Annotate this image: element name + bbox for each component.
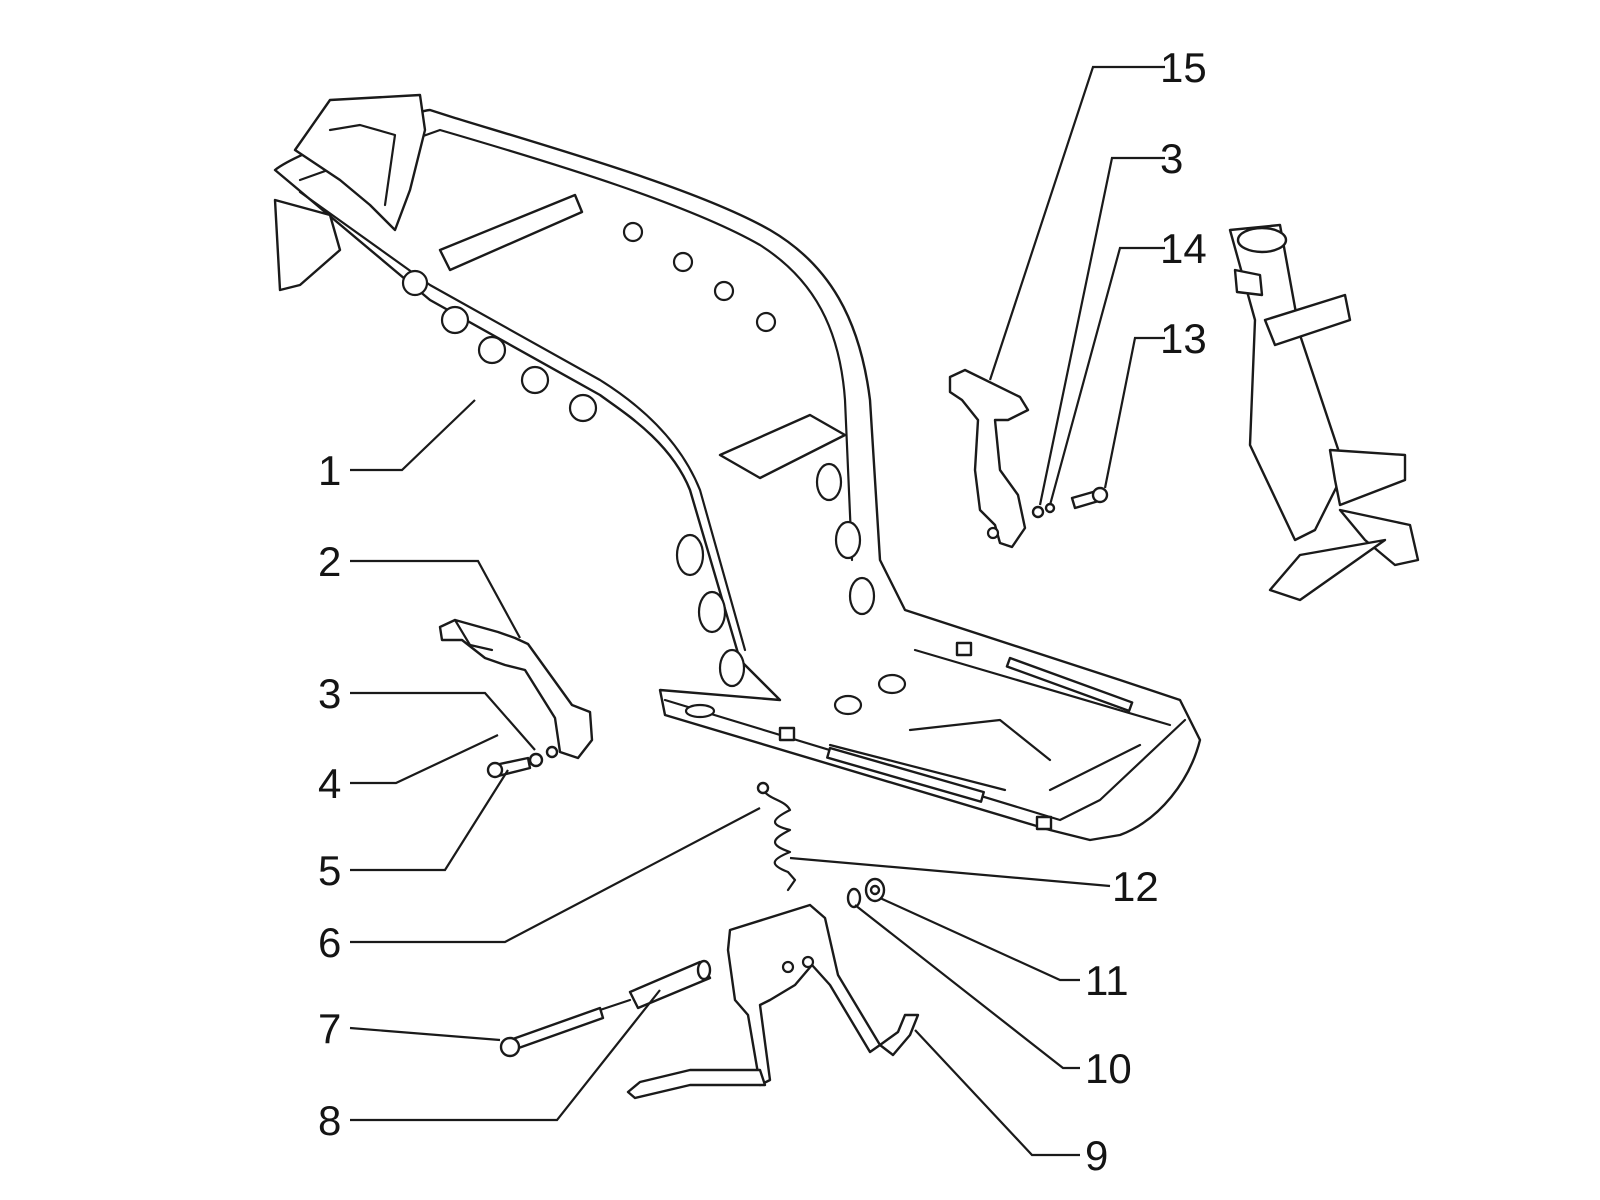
- callout-10: 10: [1085, 1045, 1132, 1092]
- part-10-11-washers: [846, 877, 886, 909]
- callout-8: 8: [318, 1097, 341, 1144]
- part-9-center-stand: [626, 903, 920, 1100]
- callout-4: 4: [318, 760, 341, 807]
- part-3-14-13-fasteners: [1031, 486, 1109, 519]
- scooter-frame: [273, 93, 1202, 842]
- callout-1: 1: [318, 447, 341, 494]
- callout-3-left: 3: [318, 670, 341, 717]
- callout-3-right: 3: [1160, 135, 1183, 182]
- part-3-4-5-fasteners: [486, 745, 559, 779]
- part-15-bracket: [948, 368, 1030, 549]
- part-7-8-pin-sleeve: [499, 959, 712, 1058]
- callout-13: 13: [1160, 315, 1207, 362]
- callout-numbers: 1 2 3 4 5 6 7 8 9 10 11 12 13 14 3 15: [318, 44, 1207, 1179]
- callout-5: 5: [318, 847, 341, 894]
- callout-9: 9: [1085, 1132, 1108, 1179]
- steering-head-tube: [1228, 223, 1420, 602]
- leader-lines: [349, 65, 1165, 1157]
- part-12-spring: [756, 781, 797, 892]
- callout-15: 15: [1160, 44, 1207, 91]
- callout-14: 14: [1160, 225, 1207, 272]
- callout-7: 7: [318, 1005, 341, 1052]
- callout-2: 2: [318, 538, 341, 585]
- callout-11: 11: [1085, 957, 1129, 1004]
- callout-12: 12: [1112, 863, 1159, 910]
- callout-6: 6: [318, 919, 341, 966]
- part-2-bracket: [438, 618, 594, 760]
